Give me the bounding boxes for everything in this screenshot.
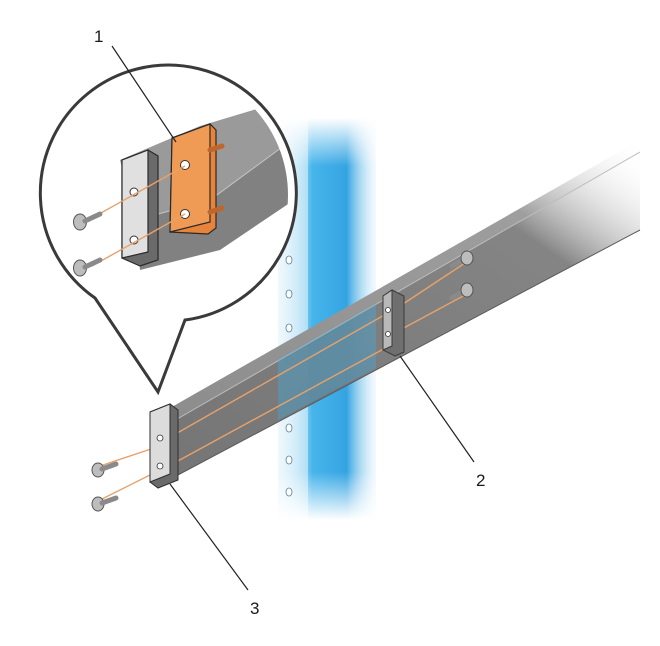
front-screw-bottom [91, 495, 119, 512]
rear-screw-bottom [449, 282, 474, 301]
screw-guide-lines [99, 262, 466, 501]
inner-bracket-orange [169, 123, 225, 235]
callout-2: 2 [476, 471, 485, 490]
callout-1: 1 [94, 27, 103, 46]
zoom-screw-bottom [73, 257, 103, 277]
rear-bracket [382, 289, 405, 357]
callout-leaders [111, 45, 475, 591]
callout-3: 3 [250, 599, 259, 618]
magnifier-callout [38, 63, 298, 396]
zoom-screw-top [73, 211, 103, 231]
front-screw-top [91, 461, 119, 478]
outer-bracket-zoom [121, 149, 159, 267]
front-bracket [149, 403, 179, 489]
rear-screw-top [449, 250, 474, 269]
